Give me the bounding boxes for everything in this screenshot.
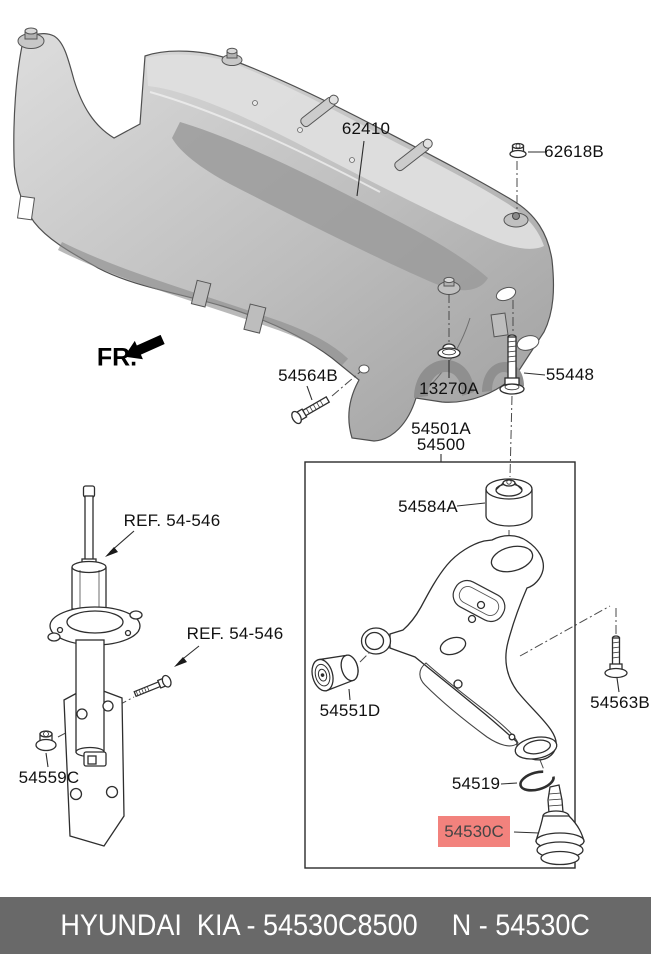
part-label-62618B[interactable]: 62618B: [544, 142, 604, 161]
fr-direction-label: FR.: [96, 343, 138, 372]
part-label-54551D[interactable]: 54551D: [319, 701, 381, 720]
highlighted-part-54530C[interactable]: 54530C: [438, 816, 510, 847]
part-label-54563B[interactable]: 54563B: [590, 693, 650, 712]
mount-boss: [17, 27, 529, 295]
nut-62618B-icon: [509, 142, 527, 159]
ball-joint-icon: [535, 784, 585, 866]
part-label-54584A[interactable]: 54584A: [398, 497, 458, 516]
part-label-54519[interactable]: 54519: [451, 774, 501, 793]
snap-ring-54519-icon: [519, 770, 555, 792]
part-label-54500[interactable]: 54500: [416, 435, 466, 454]
bolt-54564B-icon: [291, 396, 331, 425]
bolt-55448-icon: [499, 334, 525, 395]
strut-drawing: [47, 485, 143, 847]
bracket-tab: [190, 279, 509, 338]
bolt-ref-icon: [133, 674, 172, 698]
pipe-fitting: [300, 94, 433, 172]
part-label-54559C[interactable]: 54559C: [18, 768, 80, 787]
part-label-54501A[interactable]: 54501A: [411, 419, 471, 438]
part-label-62410[interactable]: 62410: [341, 119, 391, 138]
crossmember-drawing: [13, 27, 555, 442]
detail-box: [304, 461, 576, 869]
leader-lines: [45, 140, 620, 834]
banner-part-code: N - 54530C: [452, 908, 591, 942]
part-label-13270A[interactable]: 13270A: [419, 379, 479, 398]
footer-banner: HYUNDAI KIA - 54530C8500 N - 54530C: [0, 897, 651, 954]
bushing-54551D-icon: [311, 654, 359, 692]
banner-part-number: HYUNDAI KIA - 54530C8500: [60, 908, 418, 942]
part-label-55448[interactable]: 55448: [545, 365, 595, 384]
ref-label-54-546-lower[interactable]: REF. 54-546: [186, 624, 284, 643]
fr-arrow-icon: [124, 334, 165, 360]
nut-13270A-icon: [437, 343, 461, 359]
bolt-54563B-icon: [604, 635, 628, 679]
bushing-54584A-icon: [485, 478, 533, 527]
part-label-54564B[interactable]: 54564B: [278, 366, 338, 385]
highlighted-part-label: 54530C: [444, 821, 504, 841]
ref-label-54-546-upper[interactable]: REF. 54-546: [123, 511, 221, 530]
control-arm-drawing: [360, 534, 558, 761]
nut-54559C-icon: [35, 730, 57, 752]
